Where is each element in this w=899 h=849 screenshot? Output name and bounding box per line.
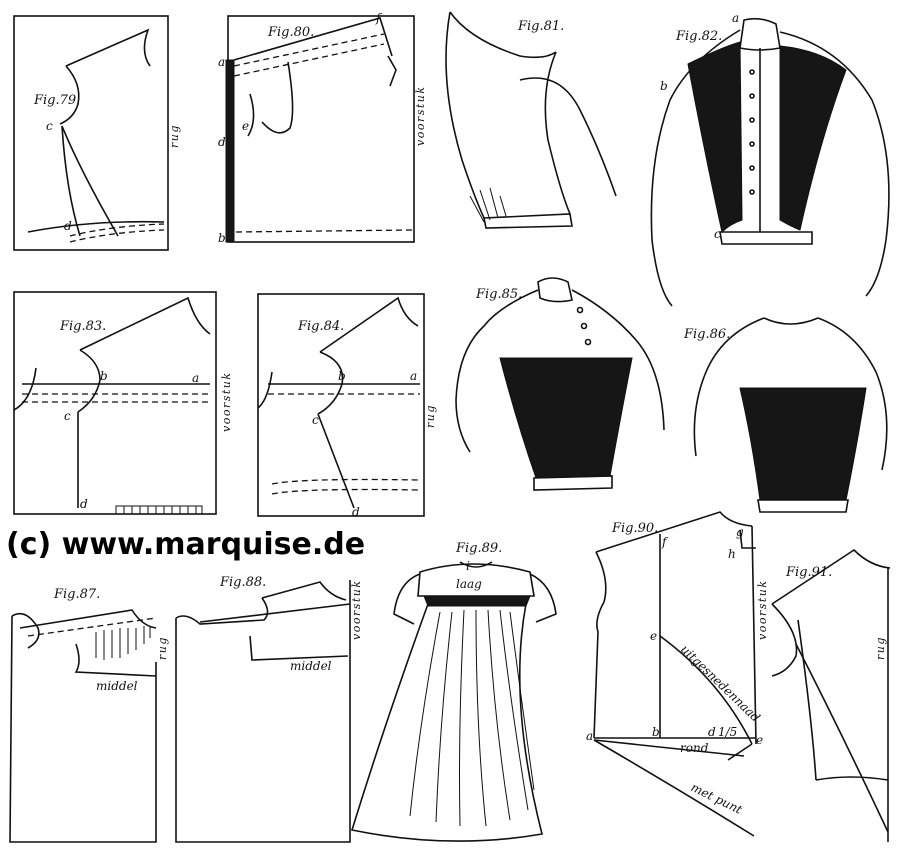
point-c: c <box>714 227 721 241</box>
figure-84: Fig.84. a b c d rug <box>257 293 437 519</box>
fig-91-label: Fig.91. <box>785 565 832 580</box>
middel-label: middel <box>96 679 138 693</box>
rug-label: rug <box>156 636 169 660</box>
point-d: d <box>708 725 716 739</box>
fig-80-label: Fig.80. <box>267 25 314 40</box>
figure-80: Fig.80. a d b e f voorstuk <box>218 11 427 245</box>
point-e: e <box>650 629 657 643</box>
rug-label: rug <box>424 404 437 428</box>
figure-89: Fig.89. i laag <box>350 541 557 842</box>
fig-87-label: Fig.87. <box>53 587 100 602</box>
fraction-label: 1/5 <box>718 725 737 739</box>
uitgesnedennaad-label: uitgesnedennaad <box>678 642 763 725</box>
figure-79: Fig.79. c d rug <box>13 15 181 251</box>
point-a: a <box>410 369 417 383</box>
point-c: c <box>64 409 71 423</box>
fig-82-label: Fig.82. <box>675 29 722 44</box>
fig-85-label: Fig.85. <box>475 287 522 302</box>
point-c: c <box>46 119 53 133</box>
point-f: f <box>661 535 669 549</box>
rug-label: rug <box>168 124 181 148</box>
figure-85: Fig.85. <box>455 277 665 491</box>
point-a: a <box>218 55 225 69</box>
middel-label: middel <box>290 659 332 673</box>
rond-label: rond <box>680 741 709 755</box>
figure-91: Fig.91. rug <box>771 548 891 842</box>
figure-87: Fig.87. middel rug <box>9 587 169 843</box>
point-a: a <box>586 729 593 743</box>
point-b: b <box>652 725 660 739</box>
voorstuk-label: voorstuk <box>756 579 769 640</box>
point-b: b <box>338 369 346 383</box>
fig-89-label: Fig.89. <box>455 541 502 556</box>
figure-88: Fig.88. middel voorstuk <box>175 575 363 843</box>
fig-84-label: Fig.84. <box>297 319 344 334</box>
voorstuk-label: voorstuk <box>350 579 363 640</box>
figure-86: Fig.86. <box>683 317 888 513</box>
figure-82: Fig.82. a b c <box>650 11 890 307</box>
point-f: f <box>375 11 383 25</box>
figure-81: Fig.81. <box>445 11 617 229</box>
voorstuk-label: voorstuk <box>414 85 427 146</box>
point-d: d <box>218 135 226 149</box>
point-a: a <box>192 371 199 385</box>
point-e: e <box>756 733 763 747</box>
met-punt-label: met punt <box>689 780 745 817</box>
point-e: e <box>242 119 249 133</box>
laag-label: laag <box>456 577 482 591</box>
fig-81-label: Fig.81. <box>517 19 564 34</box>
point-a: a <box>732 11 739 25</box>
figure-83: Fig.83. a b c d voorstuk <box>13 291 233 515</box>
fig-83-label: Fig.83. <box>59 319 106 334</box>
voorstuk-label: voorstuk <box>220 371 233 432</box>
point-b: b <box>100 369 108 383</box>
rug-label: rug <box>874 636 887 660</box>
fig-79-label: Fig.79. <box>33 93 80 108</box>
point-b: b <box>218 231 226 245</box>
point-d: d <box>352 505 360 519</box>
point-i: i <box>466 559 470 573</box>
point-g: g <box>736 525 744 539</box>
point-c: c <box>312 413 319 427</box>
watermark: (c) www.marquise.de <box>6 527 365 562</box>
fig-88-label: Fig.88. <box>219 575 266 590</box>
point-b: b <box>660 79 668 93</box>
point-d: d <box>80 497 88 511</box>
fig-86-label: Fig.86. <box>683 327 730 342</box>
point-d: d <box>64 219 72 233</box>
figure-90: Fig.90. f g h e a b d 1/5 e rond uitgesn… <box>586 511 769 837</box>
fig-90-label: Fig.90. <box>611 521 658 536</box>
point-h: h <box>728 547 736 561</box>
